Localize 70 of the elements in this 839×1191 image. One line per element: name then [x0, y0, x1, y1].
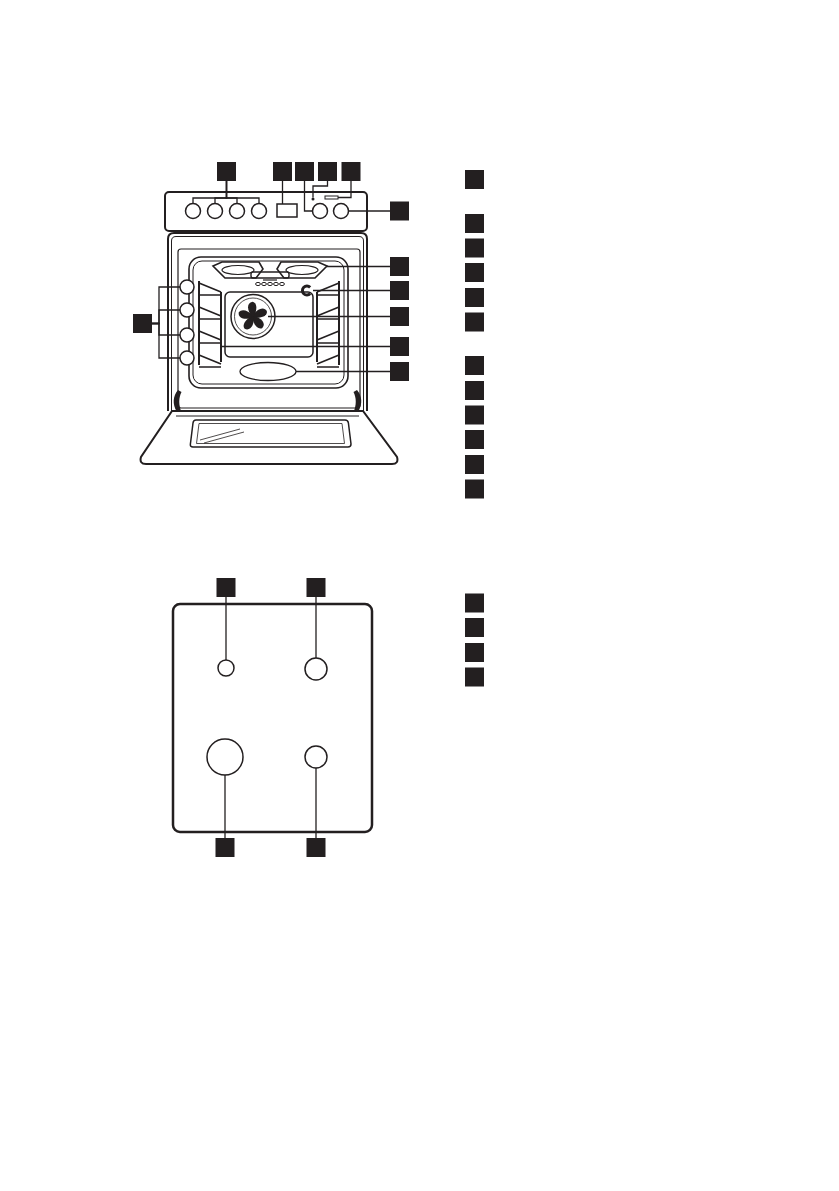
grill-element — [211, 261, 329, 281]
oven-fan — [238, 301, 267, 330]
callout-marker — [390, 362, 409, 381]
legend-marker — [465, 667, 484, 687]
legend-marker — [465, 356, 484, 375]
callout-marker — [273, 162, 292, 181]
shelf-level-marker — [179, 302, 195, 318]
control-knob — [250, 202, 268, 220]
legend-marker — [465, 312, 484, 332]
callout-marker — [306, 578, 326, 597]
legend-marker — [465, 593, 484, 613]
bottom-oval — [239, 361, 297, 382]
callout-marker — [390, 337, 409, 356]
leader-line — [312, 289, 391, 292]
control-knob — [311, 202, 329, 220]
leader-line — [312, 180, 329, 199]
control-knob — [228, 202, 246, 220]
leader-line — [315, 596, 317, 659]
callout-marker — [295, 162, 314, 181]
callout-marker — [133, 314, 152, 333]
hob-burner — [304, 657, 328, 681]
leader-line — [225, 180, 260, 205]
leader-line — [267, 315, 391, 318]
control-knob — [206, 202, 224, 220]
leader-line — [337, 180, 352, 199]
legend-marker — [465, 170, 484, 189]
legend-marker — [465, 214, 484, 233]
callout-marker — [217, 162, 236, 181]
leader-line — [151, 322, 181, 359]
callout-marker — [341, 162, 361, 181]
callout-marker — [318, 162, 337, 181]
shelf-level-marker — [179, 279, 195, 295]
indicator-light — [311, 197, 315, 201]
legend-marker — [465, 455, 484, 474]
leader-line — [221, 345, 391, 348]
leader-line — [347, 210, 391, 212]
callout-marker — [390, 281, 409, 300]
shelf-support — [198, 280, 222, 368]
control-knob — [184, 202, 202, 220]
shelf-level-marker — [179, 350, 195, 366]
leader-line — [303, 180, 314, 212]
legend-marker — [465, 430, 484, 449]
hob-burner — [217, 659, 235, 677]
shelf-level-marker — [179, 327, 195, 343]
legend-marker — [465, 288, 484, 307]
legend-marker — [465, 405, 484, 425]
leader-line — [224, 774, 226, 839]
leader-line — [326, 265, 391, 268]
legend-marker — [465, 643, 484, 662]
indicator-bar — [324, 195, 339, 200]
oven-lamp — [301, 284, 311, 297]
leader-line — [295, 370, 391, 373]
callout-marker — [390, 307, 409, 326]
callout-marker — [215, 838, 235, 857]
leader-line — [225, 596, 227, 661]
control-knob — [332, 202, 350, 220]
legend-marker — [465, 381, 484, 400]
display-window — [276, 203, 298, 218]
callout-marker — [306, 838, 326, 857]
hob-burner — [304, 745, 328, 769]
leader-line — [315, 767, 317, 839]
legend-marker — [465, 238, 484, 258]
legend-marker — [465, 618, 484, 637]
callout-marker — [216, 578, 236, 597]
leader-line — [281, 180, 284, 205]
hob-burner — [206, 738, 244, 776]
callout-marker — [390, 257, 409, 276]
legend-marker — [465, 263, 484, 282]
callout-marker — [390, 201, 409, 221]
legend-marker — [465, 479, 484, 499]
